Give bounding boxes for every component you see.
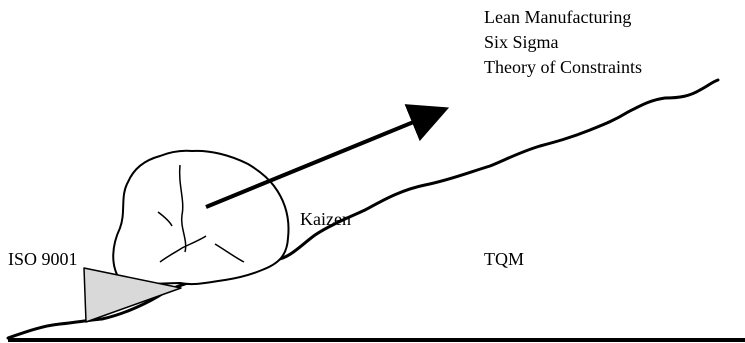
boulder-crack-left (157, 211, 173, 227)
boulder-crack-lower (159, 235, 207, 263)
six-sigma-label: Six Sigma (484, 32, 559, 52)
improvement-arrow (205, 104, 450, 209)
tqm-label: TQM (484, 249, 524, 269)
theory-of-constraints-label: Theory of Constraints (484, 57, 642, 77)
iso-9001-label: ISO 9001 (8, 249, 78, 269)
boulder (112, 149, 290, 286)
boulder-crack-right (214, 243, 245, 263)
improvement-slope (6, 78, 720, 340)
boulder-crack-vertical (178, 164, 187, 253)
kaizen-label: Kaizen (300, 209, 351, 229)
iso-wedge (83, 267, 182, 323)
lean-manufacturing-label: Lean Manufacturing (484, 7, 631, 27)
